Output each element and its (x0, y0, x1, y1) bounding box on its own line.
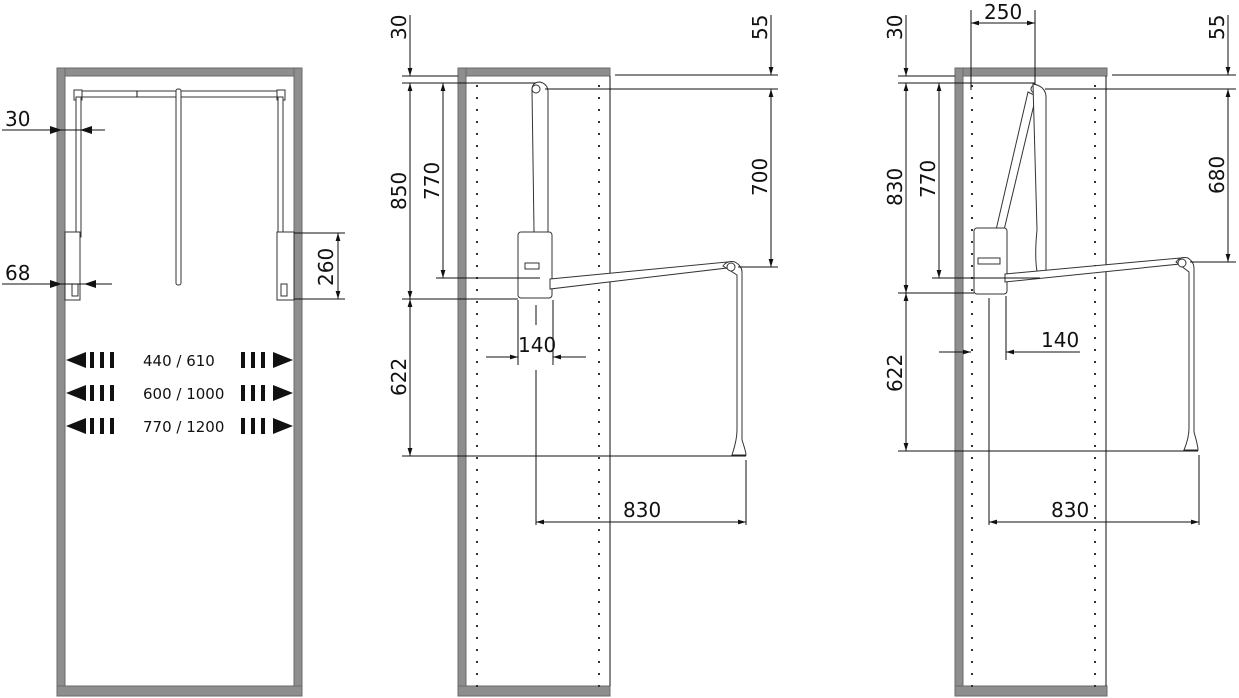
cabinet-top-panel (954, 67, 1108, 77)
svg-text:770: 770 (420, 162, 444, 200)
cabinet-right-panel (293, 67, 303, 697)
svg-text:140: 140 (518, 333, 556, 357)
dimension-30-offset: 30 (883, 15, 909, 95)
dimension-30-side: 30 (387, 15, 413, 95)
cabinet-bottom-panel (457, 685, 611, 697)
svg-text:830: 830 (883, 168, 907, 206)
svg-text:680: 680 (1205, 156, 1229, 194)
dimension-700: 700 (748, 89, 774, 267)
dimension-260-front: 260 (294, 232, 345, 300)
svg-text:700: 700 (748, 158, 772, 196)
arrow-left-icon (66, 352, 86, 368)
side-view-extended: 30 850 770 55 700 622 (387, 15, 778, 697)
svg-text:600 / 1000: 600 / 1000 (143, 385, 224, 403)
dimension-140-offset: 140 (939, 328, 1080, 355)
dimension-55-side: 55 (748, 15, 774, 75)
svg-text:140: 140 (1041, 328, 1079, 352)
dimension-140-side: 140 (486, 333, 586, 360)
lift-mechanism (517, 81, 747, 456)
cabinet-top-panel (457, 67, 611, 77)
dimension-622-offset: 622 (883, 293, 909, 451)
cabinet-bottom-panel (954, 685, 1108, 697)
svg-text:622: 622 (387, 358, 411, 396)
svg-text:260: 260 (314, 248, 338, 286)
lift-mechanism (973, 83, 1199, 451)
arrow-left-icon (66, 418, 86, 434)
arrow-right-icon (273, 352, 293, 368)
svg-text:850: 850 (387, 172, 411, 210)
svg-text:55: 55 (748, 15, 772, 40)
wardrobe-lift-rail (64, 88, 295, 301)
svg-text:830: 830 (1051, 498, 1089, 522)
dimension-250: 250 (971, 0, 1035, 26)
svg-text:770 / 1200: 770 / 1200 (143, 418, 224, 436)
dimension-622-side: 622 (387, 299, 413, 456)
width-range-row: 600 / 1000 (66, 385, 293, 403)
dimension-55-offset: 55 (1205, 15, 1231, 75)
svg-text:440 / 610: 440 / 610 (143, 352, 215, 370)
cabinet-bottom-panel (56, 685, 303, 697)
svg-text:30: 30 (387, 15, 411, 40)
dimension-770-side: 770 (420, 83, 446, 278)
dimension-68-front: 68 (2, 261, 112, 288)
cabinet-side-panel (457, 67, 467, 697)
svg-text:68: 68 (5, 261, 30, 285)
dimension-830-side: 830 (536, 498, 746, 525)
arrow-left-icon (66, 385, 86, 401)
dimension-770-offset: 770 (916, 83, 942, 278)
dimension-850: 850 (387, 83, 413, 299)
front-view: 30 68 260 440 / 610 600 / 1000 (2, 67, 345, 697)
dimension-830-height: 830 (883, 83, 909, 293)
dimension-830-reach: 830 (989, 498, 1199, 525)
cabinet-side-panel (954, 67, 964, 697)
dimension-680: 680 (1205, 89, 1231, 262)
svg-text:250: 250 (984, 0, 1022, 24)
cabinet-top-panel (56, 67, 303, 77)
dimension-30-front: 30 (2, 107, 105, 134)
svg-text:770: 770 (916, 160, 940, 198)
svg-text:830: 830 (623, 498, 661, 522)
svg-text:622: 622 (883, 354, 907, 392)
cabinet-left-panel (56, 67, 66, 697)
arrow-right-icon (273, 385, 293, 401)
svg-text:55: 55 (1205, 15, 1229, 40)
arrow-right-icon (273, 418, 293, 434)
side-view-offset: 250 30 830 770 55 680 (883, 0, 1236, 697)
svg-text:30: 30 (5, 107, 30, 131)
width-range-row: 440 / 610 (66, 352, 293, 370)
width-range-row: 770 / 1200 (66, 418, 293, 436)
svg-text:30: 30 (883, 15, 907, 40)
